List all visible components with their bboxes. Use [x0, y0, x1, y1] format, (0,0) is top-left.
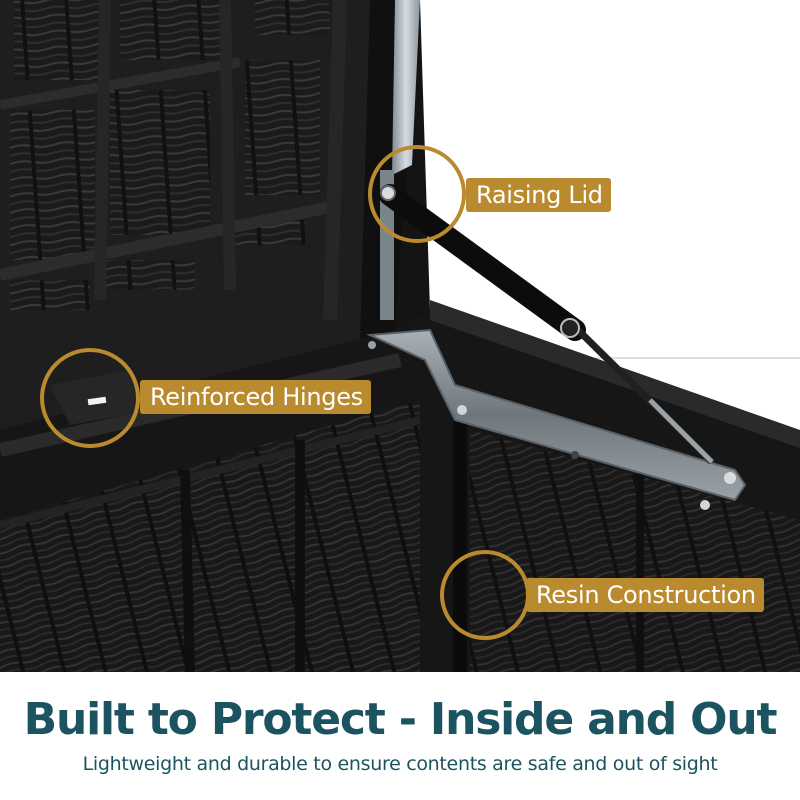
subheadline: Lightweight and durable to ensure conten… — [82, 753, 718, 775]
raising-lid-label: Raising Lid — [466, 178, 611, 212]
caption-area: Built to Protect - Inside and Out Lightw… — [0, 672, 800, 800]
storage-box-illustration — [0, 0, 800, 672]
headline: Built to Protect - Inside and Out — [23, 694, 778, 745]
reinforced-hinges-label: Reinforced Hinges — [140, 380, 371, 414]
reinforced-hinges-callout-ring — [40, 348, 140, 448]
raising-lid-callout-ring — [368, 145, 466, 243]
resin-construction-label: Resin Construction — [526, 578, 764, 612]
product-photo: Raising Lid Reinforced Hinges Resin Cons… — [0, 0, 800, 672]
resin-construction-callout-ring — [440, 550, 530, 640]
